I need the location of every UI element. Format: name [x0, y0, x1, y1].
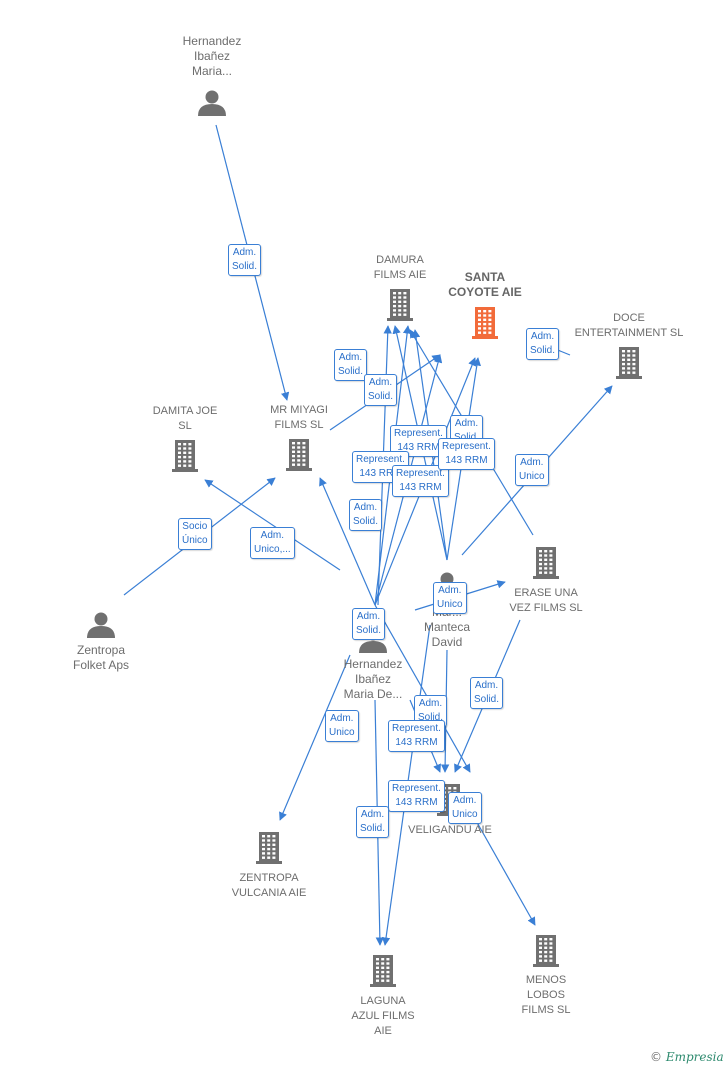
building-icon[interactable] [533, 547, 559, 579]
node-label-miyagi[interactable]: MR MIYAGI FILMS SL [270, 404, 328, 431]
node-label-hernandez-de[interactable]: Hernandez Ibañez Maria De... [343, 657, 403, 701]
edge-label[interactable]: Represent. 143 RRM [390, 425, 447, 457]
edge-label[interactable]: Adm. Unico [448, 792, 482, 824]
icons-layer [87, 90, 642, 987]
building-icon[interactable] [370, 955, 396, 987]
edge-label[interactable]: Represent. 143 RRM [388, 780, 445, 812]
edge-line [319, 477, 376, 606]
person-icon[interactable] [87, 612, 115, 639]
edge-label[interactable]: Adm. Solid. [364, 374, 398, 406]
building-icon[interactable] [533, 935, 559, 967]
edge-label[interactable]: Adm. Solid. [334, 349, 368, 381]
edge-label[interactable]: Adm. Unico [515, 454, 549, 486]
edge-label[interactable]: Adm. Solid. [526, 328, 560, 360]
node-label-manteca[interactable]: Mar... Manteca David [423, 605, 471, 649]
edge-label[interactable]: Represent. 143 RRM [438, 438, 495, 470]
node-label-damura[interactable]: DAMURA FILMS AIE [373, 254, 427, 281]
building-icon[interactable] [172, 440, 198, 472]
edge-label[interactable]: Socio Único [178, 518, 212, 550]
building-icon[interactable] [387, 289, 413, 321]
building-icon[interactable] [256, 832, 282, 864]
edge-line [279, 654, 351, 821]
node-label-menos[interactable]: MENOS LOBOS FILMS SL [521, 974, 571, 1016]
edge-line [204, 479, 341, 571]
edge-label[interactable]: Adm. Solid. [352, 608, 386, 640]
node-label-veligandu[interactable]: VELIGANDU AIE [408, 824, 492, 836]
edge-label[interactable]: Adm. Solid. [228, 244, 262, 276]
edge-label[interactable]: Adm. Solid. [349, 499, 383, 531]
building-icon[interactable] [616, 347, 642, 379]
edge-line [374, 604, 471, 773]
building-icon[interactable] [286, 439, 312, 471]
edge-label[interactable]: Adm. Unico,... [250, 527, 295, 559]
edge-label[interactable]: Adm. Unico [433, 582, 467, 614]
edge-label[interactable]: Represent. 143 RRM [388, 720, 445, 752]
node-label-laguna[interactable]: LAGUNA AZUL FILMS AIE [351, 995, 415, 1037]
building-icon[interactable] [472, 307, 498, 339]
person-icon[interactable] [198, 90, 226, 117]
node-label-damita[interactable]: DAMITA JOE SL [152, 405, 218, 432]
edge-label[interactable]: Represent. 143 RRM [392, 465, 449, 497]
node-label-santa-coyote[interactable]: SANTA COYOTE AIE [448, 270, 522, 299]
node-label-zentropa-folket[interactable]: Zentropa Folket Aps [72, 643, 130, 672]
brand-name: Empresia [665, 1050, 724, 1064]
brand-logo[interactable]: © Empresia [650, 1050, 724, 1064]
edge-label[interactable]: Represent. 143 RRM [352, 451, 409, 483]
copyright-icon: © [650, 1050, 662, 1064]
edge-label[interactable]: Adm. Solid. [470, 677, 504, 709]
node-label-erase[interactable]: ERASE UNA VEZ FILMS SL [509, 587, 583, 614]
edge-label[interactable]: Adm. Unico [325, 710, 359, 742]
node-label-zentropa-vulcania[interactable]: ZENTROPA VULCANIA AIE [231, 872, 307, 899]
edge-line [469, 809, 536, 926]
node-label-hernandez-maria[interactable]: Hernandez Ibañez Maria... [182, 34, 242, 78]
edge-label[interactable]: Adm. Solid. [356, 806, 390, 838]
node-label-doce[interactable]: DOCE ENTERTAINMENT SL [574, 312, 684, 339]
